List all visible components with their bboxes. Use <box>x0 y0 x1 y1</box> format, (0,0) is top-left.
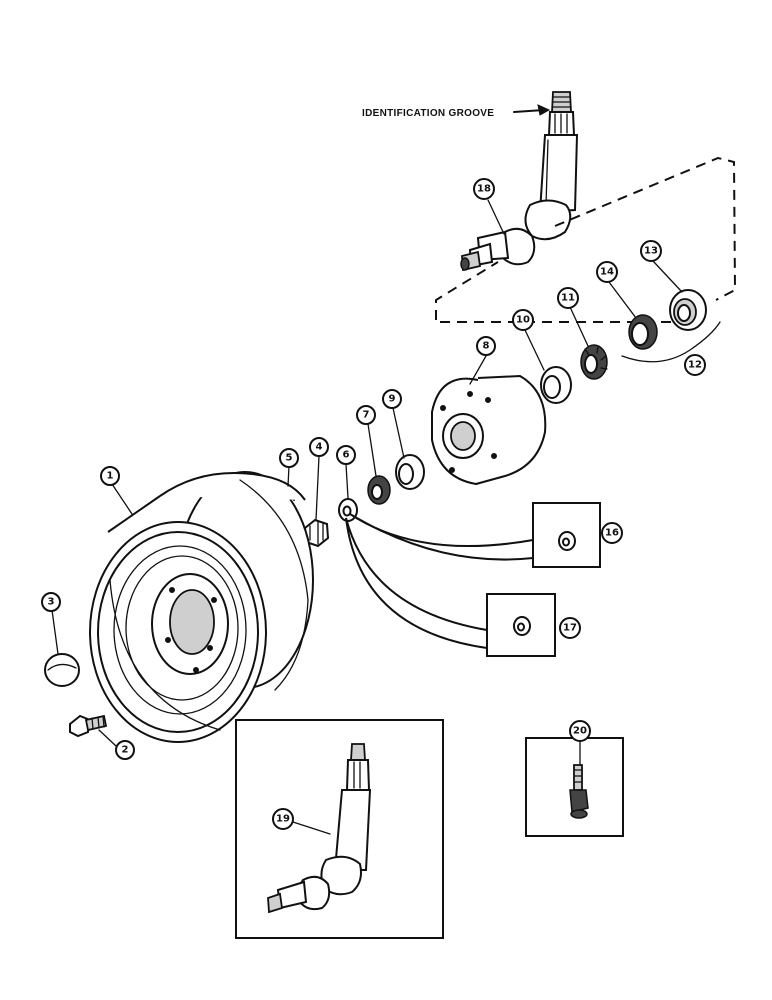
svg-text:9: 9 <box>389 394 396 405</box>
callout-16: 16 <box>601 522 623 544</box>
bearing-cone-7 <box>367 475 391 505</box>
callout-3: 3 <box>41 592 61 612</box>
callout-8: 8 <box>476 336 496 356</box>
svg-text:16: 16 <box>605 528 619 539</box>
callout-6: 6 <box>336 445 356 465</box>
bracket-12 <box>621 321 721 363</box>
bearing-cup-9 <box>395 454 425 490</box>
callout-1: 1 <box>100 466 120 486</box>
callout-4: 4 <box>309 437 329 457</box>
callout-18: 18 <box>473 178 495 200</box>
dashed-group-outline <box>435 156 737 323</box>
wheel-rim-1 <box>89 471 314 743</box>
arrow-head-icon <box>537 104 551 116</box>
svg-text:2: 2 <box>122 745 129 756</box>
svg-text:4: 4 <box>316 442 323 453</box>
svg-text:20: 20 <box>573 726 587 737</box>
identification-groove-note: IDENTIFICATION GROOVE <box>362 104 551 119</box>
callout-12: 12 <box>684 354 706 376</box>
inset-20 <box>525 737 624 837</box>
svg-text:10: 10 <box>516 315 530 326</box>
bearing-cone-11 <box>580 344 608 380</box>
svg-text:3: 3 <box>48 597 55 608</box>
spindle-18 <box>460 91 579 272</box>
svg-text:18: 18 <box>477 184 491 195</box>
identification-groove-label: IDENTIFICATION GROOVE <box>362 108 494 119</box>
svg-text:7: 7 <box>363 410 370 421</box>
inset-19 <box>235 719 444 939</box>
callout-11: 11 <box>557 287 579 309</box>
bolt-2 <box>69 714 108 738</box>
callout-17: 17 <box>559 617 581 639</box>
svg-text:12: 12 <box>688 360 702 371</box>
svg-text:13: 13 <box>644 246 658 257</box>
inset-16 <box>349 502 601 568</box>
svg-text:6: 6 <box>343 450 350 461</box>
hub-8 <box>431 374 547 486</box>
svg-text:11: 11 <box>561 293 575 304</box>
callout-14: 14 <box>596 261 618 283</box>
callouts: 1 2 3 4 5 6 7 8 9 10 11 12 13 14 16 17 1… <box>41 178 706 830</box>
seal-14 <box>628 314 658 350</box>
bearing-cup-10 <box>540 366 572 404</box>
callout-20: 20 <box>569 720 591 742</box>
svg-text:8: 8 <box>483 341 490 352</box>
svg-text:19: 19 <box>276 814 290 825</box>
callout-2: 2 <box>115 740 135 760</box>
callout-19: 19 <box>272 808 294 830</box>
svg-text:5: 5 <box>286 453 293 464</box>
hub-cap-3 <box>44 653 80 687</box>
svg-text:1: 1 <box>107 471 114 482</box>
seal-13 <box>669 289 707 331</box>
callout-5: 5 <box>279 448 299 468</box>
callout-10: 10 <box>512 309 534 331</box>
inset-17 <box>345 517 556 657</box>
callout-13: 13 <box>640 240 662 262</box>
callout-9: 9 <box>382 389 402 409</box>
svg-text:14: 14 <box>600 267 614 278</box>
leader-lines <box>51 199 683 835</box>
callout-7: 7 <box>356 405 376 425</box>
svg-text:17: 17 <box>563 623 577 634</box>
